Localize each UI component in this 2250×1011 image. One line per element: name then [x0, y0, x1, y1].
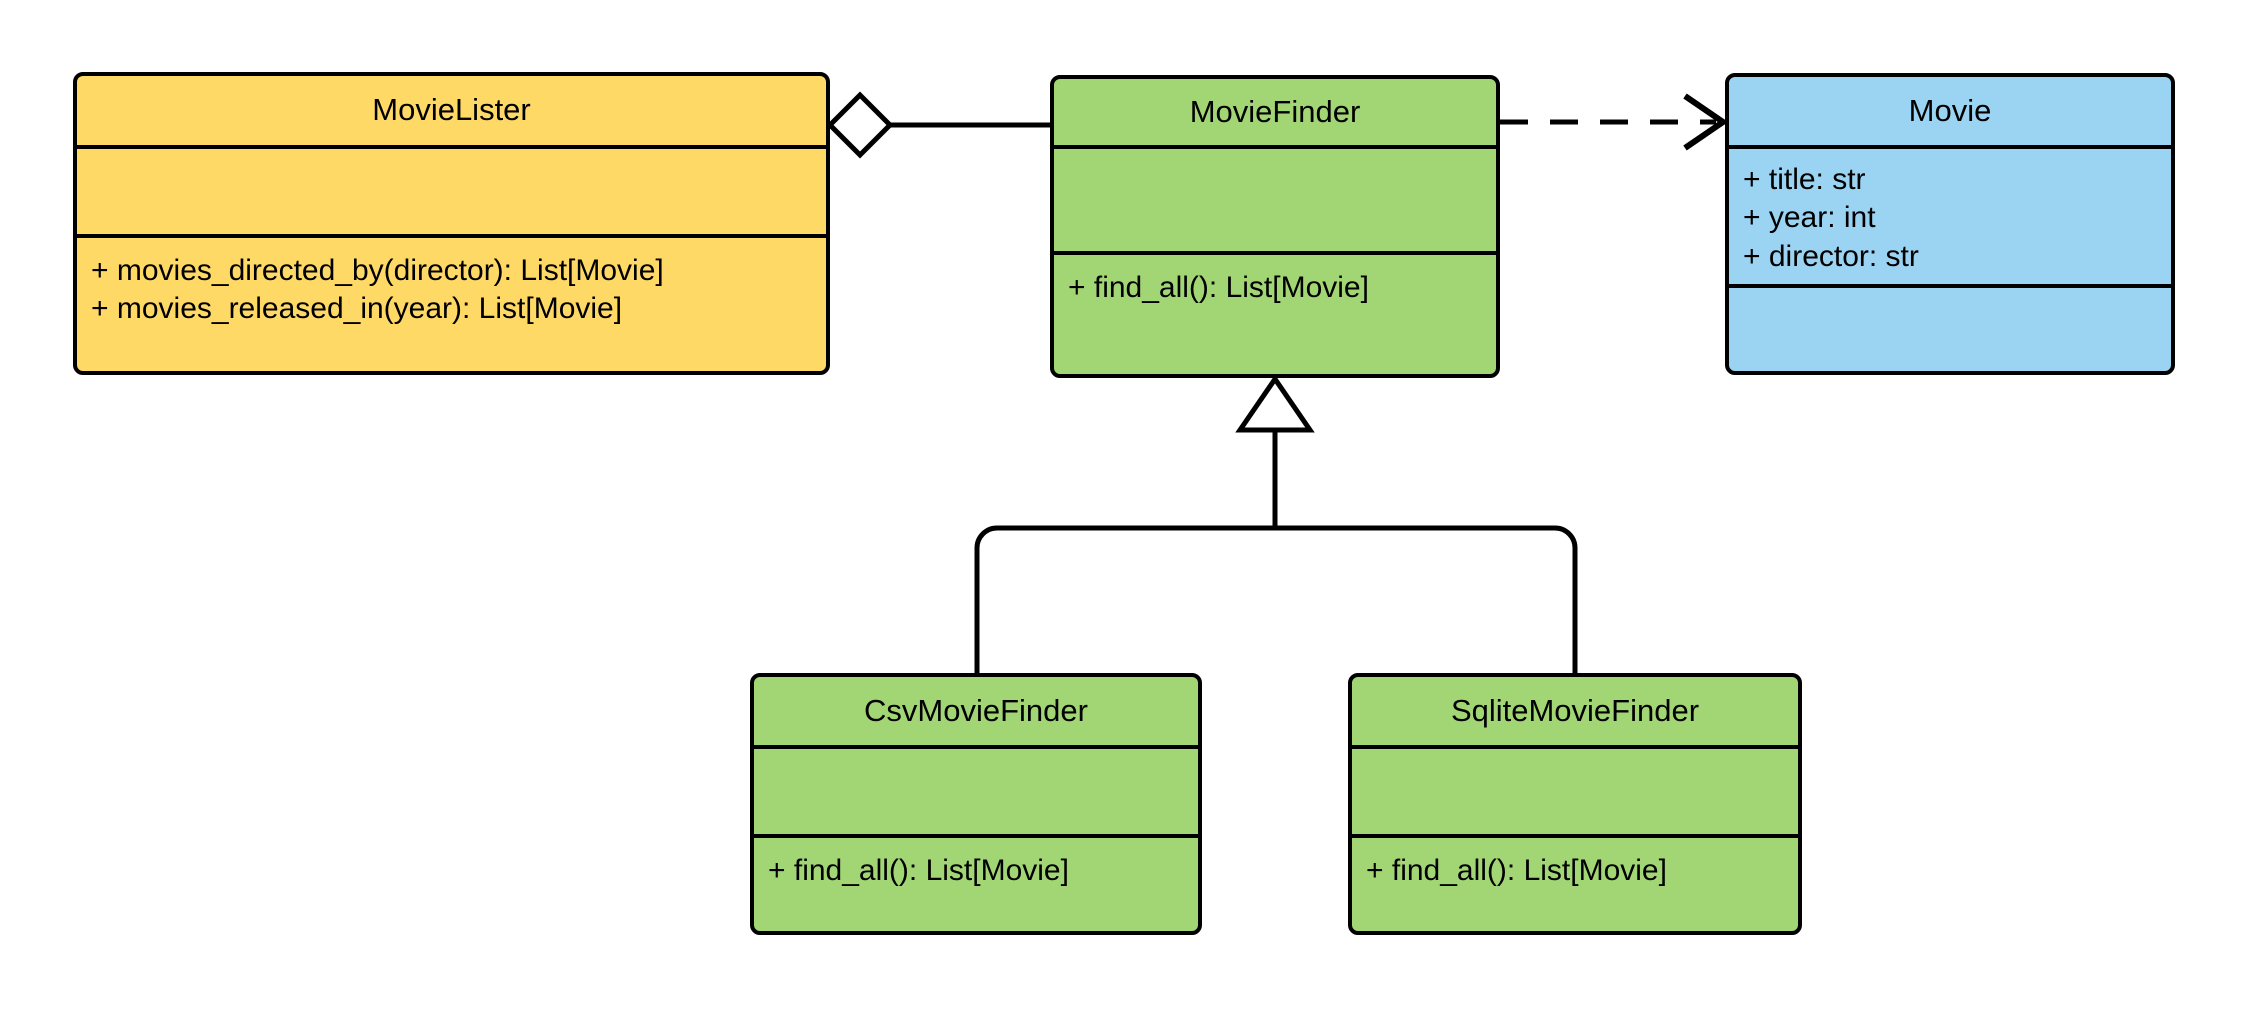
class-name-movie: Movie [1908, 92, 1992, 128]
operations-compartment-sqlitemoviefinder: + find_all(): List[Movie] [1352, 834, 1798, 931]
generalization-branch-csv [974, 525, 1275, 673]
relationship-dependency-moviefinder-movie [1500, 93, 1729, 151]
class-box-sqlitemoviefinder[interactable]: SqliteMovieFinder + find_all(): List[Mov… [1348, 673, 1802, 935]
operations-compartment-movie [1729, 284, 2171, 371]
class-box-moviefinder[interactable]: MovieFinder + find_all(): List[Movie] [1050, 75, 1500, 378]
attributes-compartment-movie: + title: str + year: int + director: str [1729, 145, 2171, 284]
class-box-csvmoviefinder[interactable]: CsvMovieFinder + find_all(): List[Movie] [750, 673, 1202, 935]
attributes-compartment-csvmoviefinder [754, 745, 1198, 834]
relationship-generalization-tree [974, 374, 1578, 673]
class-name-moviefinder: MovieFinder [1189, 93, 1361, 129]
attribute-item: + director: str [1743, 239, 1919, 273]
class-name-csvmoviefinder: CsvMovieFinder [864, 692, 1088, 728]
operation-item: + find_all(): List[Movie] [1068, 271, 1369, 304]
class-box-movie[interactable]: Movie + title: str + year: int + directo… [1725, 73, 2175, 375]
open-arrow-marker [1683, 93, 1729, 151]
attributes-compartment-sqlitemoviefinder [1352, 745, 1798, 834]
operation-item: + movies_directed_by(director): List[Mov… [91, 254, 664, 287]
generalization-branch-sqlite [1275, 525, 1578, 673]
operation-item: + find_all(): List[Movie] [768, 854, 1069, 887]
hollow-diamond-marker [826, 91, 894, 159]
operation-item: + find_all(): List[Movie] [1366, 854, 1667, 887]
attribute-item: + year: int [1743, 201, 1876, 235]
class-box-movielister[interactable]: MovieLister + movies_directed_by(directo… [73, 72, 830, 375]
hollow-triangle-marker [1235, 374, 1315, 433]
class-name-movielister: MovieLister [372, 92, 531, 128]
attributes-compartment-movielister [77, 145, 826, 234]
attributes-compartment-moviefinder [1054, 145, 1496, 251]
operations-compartment-csvmoviefinder: + find_all(): List[Movie] [754, 834, 1198, 931]
operations-compartment-moviefinder: + find_all(): List[Movie] [1054, 251, 1496, 374]
relationship-aggregation-movielister-moviefinder [826, 91, 1050, 159]
attribute-item: + title: str [1743, 163, 1866, 196]
operations-compartment-movielister: + movies_directed_by(director): List[Mov… [77, 234, 826, 371]
class-name-sqlitemoviefinder: SqliteMovieFinder [1450, 692, 1700, 728]
operation-item: + movies_released_in(year): List[Movie] [91, 292, 623, 326]
